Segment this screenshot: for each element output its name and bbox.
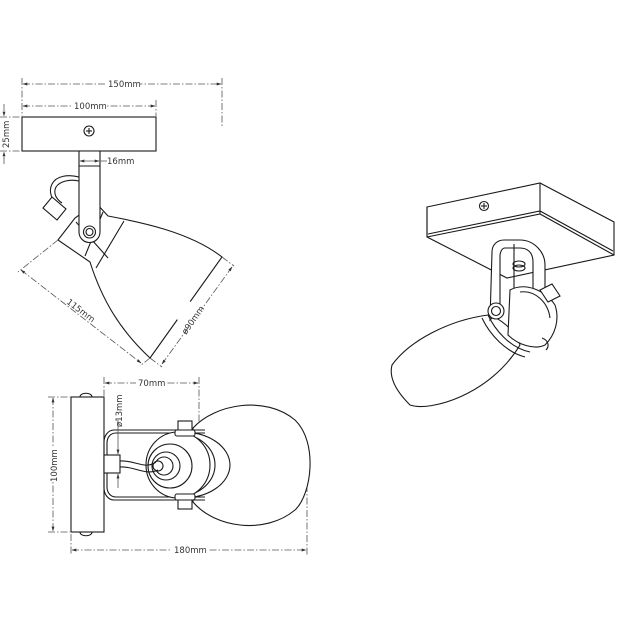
dimension-label: ø13mm xyxy=(115,394,125,427)
dimension-16mm: 16mm xyxy=(79,157,134,167)
adjust-knob xyxy=(539,283,561,303)
side-view: 150mm 100mm 25mm xyxy=(0,78,235,368)
pivot-bolt xyxy=(487,302,505,320)
socket-housing xyxy=(507,286,558,348)
plate-screw-top xyxy=(79,392,93,398)
bracket-loop-inner xyxy=(54,179,80,204)
pivot-bolt xyxy=(82,225,97,239)
dimension-100mm-vertical: 100mm xyxy=(47,396,70,533)
dimension-13mm: ø13mm xyxy=(115,394,125,488)
mounting-base xyxy=(426,182,615,279)
screw-icon xyxy=(478,200,490,212)
top-view: 70mm 100mm 180mm xyxy=(47,377,311,556)
dimension-150mm: 150mm xyxy=(21,78,223,126)
dimension-label: 100mm xyxy=(50,449,60,482)
lamp-shade xyxy=(192,404,311,527)
dimension-label: 25mm xyxy=(2,121,12,148)
dimension-25mm: 25mm xyxy=(0,104,21,164)
dimension-label: 180mm xyxy=(174,546,207,556)
isometric-view xyxy=(390,182,615,408)
plate-screw-bottom xyxy=(79,531,93,537)
dimension-label: 150mm xyxy=(108,80,141,90)
dimension-label: 100mm xyxy=(74,102,107,112)
dimension-70mm: 70mm xyxy=(103,377,200,430)
cable-gland xyxy=(103,454,121,474)
screw-icon xyxy=(83,125,95,137)
dimension-100mm: 100mm xyxy=(22,100,157,116)
dimension-label: 115mm xyxy=(64,297,96,325)
cable xyxy=(119,460,157,466)
dimension-label: 16mm xyxy=(107,157,134,167)
wall-plate xyxy=(70,396,105,533)
dimension-90mm: ø90mm xyxy=(149,256,235,368)
dimension-label: 70mm xyxy=(138,379,165,389)
lamp-shade xyxy=(390,314,521,408)
collar-line xyxy=(95,220,125,269)
mounting-arm xyxy=(78,150,101,243)
adjust-knob xyxy=(42,196,67,221)
